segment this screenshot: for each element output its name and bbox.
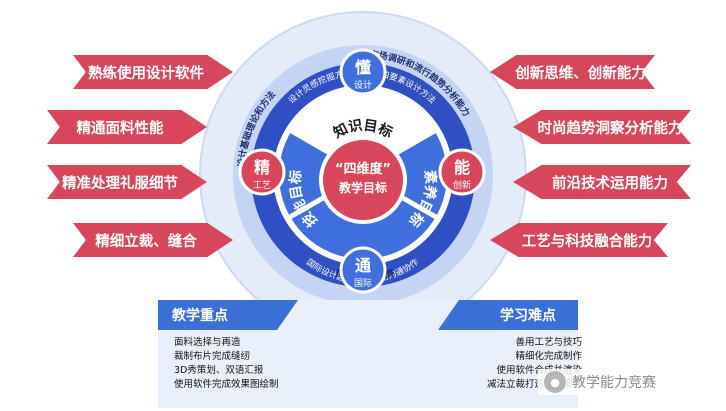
list-item: 使用软件完成效果图绘制 <box>174 379 279 390</box>
center-circle <box>319 136 407 224</box>
list-item: 3D秀策划、双语汇报 <box>174 365 264 376</box>
svg-text:懂: 懂 <box>354 58 371 77</box>
left-item-fabric: 精通面料性能 <box>47 110 207 144</box>
svg-text:设计: 设计 <box>354 79 372 91</box>
list-item: 精细化完成制作 <box>515 351 582 362</box>
left-item-details: 精准处理礼服细节 <box>47 165 207 199</box>
chat-bubble-icon: ● <box>544 371 566 393</box>
center-line2: 教学目标 <box>338 180 387 195</box>
right-item-trend: 时尚趋势洞察分析能力 <box>513 110 691 144</box>
difficulties-title: 学习难点 <box>438 300 578 330</box>
svg-text:通: 通 <box>355 256 371 275</box>
knowledge-sector <box>290 90 436 175</box>
left-item-software: 熟练使用设计软件 <box>73 55 233 89</box>
right-item-innovation: 创新思维、创新能力 <box>490 55 655 89</box>
list-item: 善用工艺与技巧 <box>515 337 582 348</box>
list-item: 面料选择与再造 <box>174 337 241 348</box>
svg-text:能: 能 <box>454 158 470 177</box>
right-item-technology: 前沿技术运用能力 <box>513 165 691 199</box>
key-points-title: 教学重点 <box>158 300 298 330</box>
svg-text:国际: 国际 <box>354 278 372 289</box>
right-item-fusion: 工艺与科技融合能力 <box>490 223 668 257</box>
watermark: ● 教学能力竞赛 <box>538 369 662 395</box>
node-design: 懂 设计 <box>339 48 387 96</box>
svg-text:精: 精 <box>254 158 270 177</box>
key-points-list: 面料选择与再造 裁制布片完成缝纫 3D秀策划、双语汇报 使用软件完成效果图绘制 <box>174 336 279 392</box>
svg-text:工艺: 工艺 <box>253 180 271 191</box>
node-innovation: 能 创新 <box>438 148 486 196</box>
svg-text:创新: 创新 <box>453 179 471 191</box>
list-item: 裁制布片完成缝纫 <box>174 351 251 362</box>
node-craft: 精 工艺 <box>238 148 286 196</box>
center-line1: “四维度” <box>335 161 391 177</box>
list-item: 减法立裁打造礼服细节 <box>486 379 582 390</box>
node-international: 通 国际 <box>339 246 387 294</box>
watermark-text: 教学能力竞赛 <box>572 375 656 391</box>
left-item-draping: 精细立裁、缝合 <box>73 223 233 257</box>
